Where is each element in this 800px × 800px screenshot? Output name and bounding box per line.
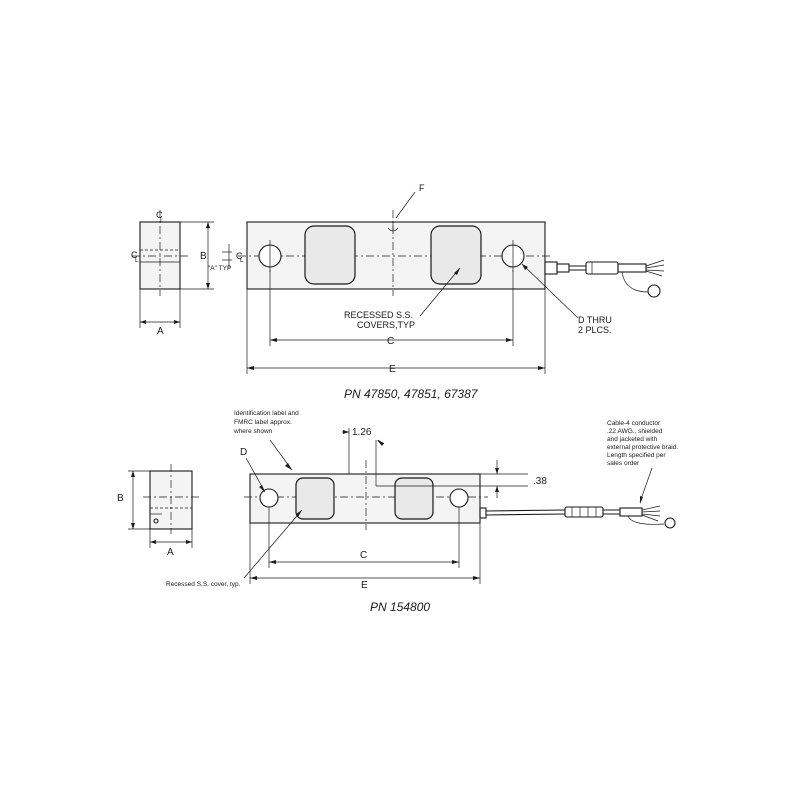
top-dim-a-label: A — [157, 326, 164, 337]
top-load-cell-body — [246, 221, 546, 290]
svg-text:L: L — [240, 257, 244, 264]
svg-text:L: L — [160, 217, 164, 224]
top-f-leader — [395, 191, 416, 219]
bottom-caption: PN 154800 — [370, 600, 430, 614]
top-recessed-cover-left — [304, 225, 356, 285]
bottom-cable-note-4: external protective braid. — [607, 444, 678, 451]
bottom-recessed-cover-right — [394, 477, 434, 520]
bottom-dim-126-label: 1.26 — [352, 427, 372, 438]
bottom-ground-ring — [664, 517, 676, 529]
bottom-dim-e-label: E — [361, 580, 368, 591]
bottom-d-label: D — [240, 447, 247, 458]
bottom-cable-note-2: .22 AWG., shielded — [607, 428, 663, 435]
bottom-cable-note-3: and jacketed with — [607, 436, 658, 443]
top-view: C L C L A B "A" TYP C L — [131, 183, 665, 401]
top-d-thru-label-1: D THRU — [578, 315, 612, 325]
top-recessed-label-2: COVERS,TYP — [357, 320, 415, 330]
bottom-mount-hole-right — [449, 488, 469, 508]
top-recessed-cover-right — [430, 225, 482, 285]
bottom-dim-c-label: C — [360, 550, 367, 561]
top-dim-b-label: B — [200, 251, 207, 262]
bottom-dim-038-label: .38 — [533, 476, 547, 487]
top-end-view: C L C L A B "A" TYP C L — [131, 210, 244, 337]
top-end-view-cl-top: C — [156, 210, 163, 220]
top-dim-c-label: C — [387, 336, 394, 347]
bottom-load-cell-body — [249, 473, 481, 524]
top-caption: PN 47850, 47851, 67387 — [344, 387, 479, 401]
bottom-cable-note-5: Length specified per — [607, 452, 666, 459]
bottom-ident-label-2: FMRC label approx. — [234, 419, 292, 426]
bottom-ident-label-1: Identification label and — [234, 410, 299, 417]
bottom-ident-label-3: where shown — [233, 428, 273, 435]
bottom-view: B A — [117, 410, 678, 614]
top-recessed-label-1: RECESSED S.S. — [344, 310, 413, 320]
bottom-cable-assembly — [479, 505, 676, 529]
bottom-side-view: Identification label and FMRC label appr… — [166, 410, 678, 591]
bottom-dim-a-label: A — [167, 547, 174, 558]
bottom-mount-hole-left — [259, 488, 279, 508]
top-a-typ-label: "A" TYP — [208, 265, 231, 272]
svg-text:L: L — [135, 257, 139, 264]
top-end-view-cl-left: C — [131, 250, 138, 260]
bottom-recessed-cover-label: Recessed S.S. cover, typ. — [166, 581, 241, 588]
bottom-cable-note-1: Cable-4 conductor — [607, 420, 661, 427]
top-side-view: F RECESSED S.S. COVERS,TYP — [238, 183, 665, 375]
bottom-cable-note-6: sales order — [607, 460, 640, 467]
top-cable-assembly — [544, 259, 665, 298]
bottom-dim-b-label: B — [117, 493, 124, 504]
top-dim-e-label: E — [389, 364, 396, 375]
top-d-thru-label-2: 2 PLCS. — [578, 325, 612, 335]
bottom-end-view: B A — [117, 464, 199, 558]
bottom-recessed-cover-left — [295, 477, 335, 520]
top-ground-ring — [647, 284, 661, 298]
top-f-label: F — [419, 183, 425, 193]
